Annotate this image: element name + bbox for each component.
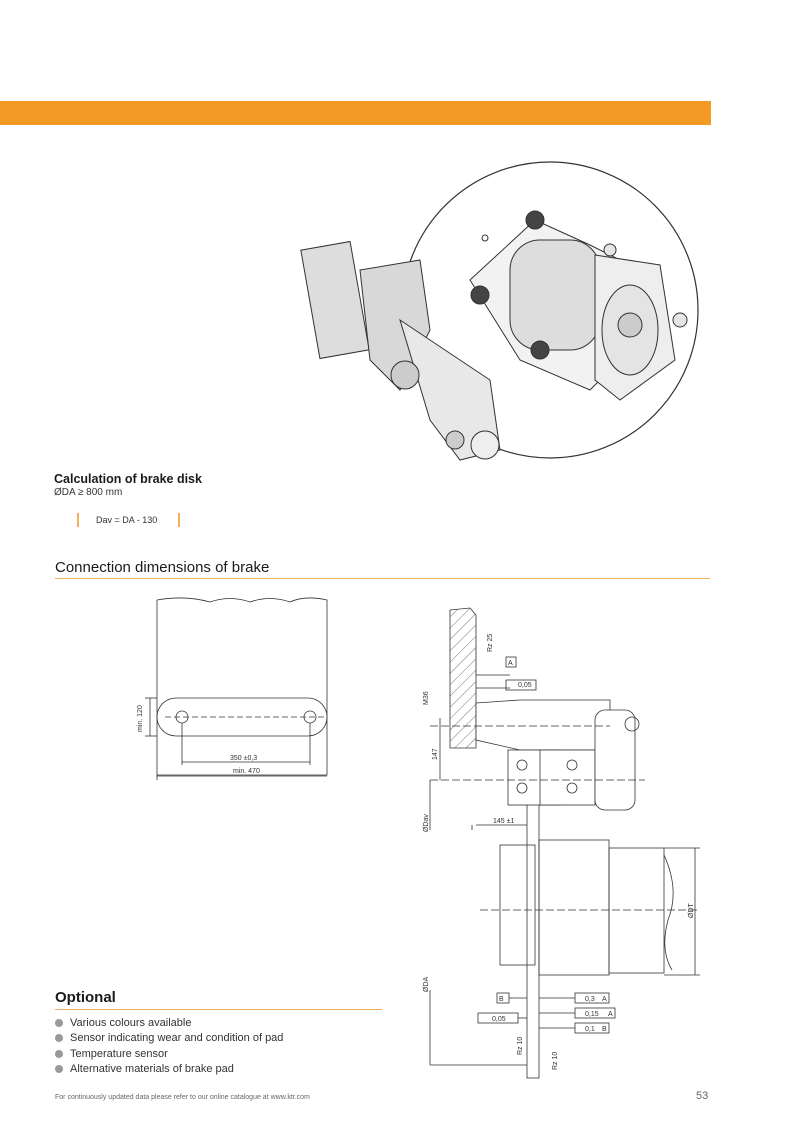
dim-min-470: min. 470	[233, 768, 260, 775]
formula-bracket-right	[178, 513, 180, 527]
tol-angularity-ref: A	[608, 1011, 613, 1018]
list-item-label: Temperature sensor	[70, 1047, 168, 1060]
list-item-label: Alternative materials of brake pad	[70, 1063, 234, 1076]
section-rule	[55, 578, 710, 579]
optional-title: Optional	[55, 989, 116, 1006]
dav-label: ØDav	[423, 814, 430, 832]
dim-145: 145 ±1	[493, 818, 514, 825]
page-number: 53	[696, 1090, 709, 1102]
bullet-icon	[55, 1065, 63, 1074]
dim-350: 350 ±0,3	[230, 755, 257, 762]
section-title: Connection dimensions of brake	[55, 559, 270, 576]
tol-runout-ref: A	[602, 996, 607, 1003]
rz10-right: Rz 10	[552, 1052, 559, 1070]
list-item: Sensor indicating wear and condition of …	[55, 1031, 283, 1047]
datum-b: B	[499, 996, 504, 1003]
thread-label: M36	[423, 691, 430, 705]
da-label: ØDA	[423, 977, 430, 993]
bullet-icon	[55, 1049, 63, 1058]
tol-angularity-b-ref: B	[602, 1026, 607, 1033]
rz25-label: Rz 25	[487, 634, 494, 652]
optional-list: Various colours available Sensor indicat…	[55, 1015, 283, 1077]
header-accent-bar	[0, 101, 711, 125]
tol-angularity-b: 0,1	[585, 1026, 595, 1033]
dt-label: ØDT	[688, 903, 695, 919]
rz10-left: Rz 10	[517, 1037, 524, 1055]
tol-angularity: 0,15	[585, 1011, 599, 1018]
mounting-plate-drawing: min. 120 350 ±0,3 min. 470	[137, 597, 328, 780]
dim-min-120: min. 120	[137, 705, 144, 732]
list-item-label: Various colours available	[70, 1016, 192, 1029]
formula-bracket-left	[77, 513, 79, 527]
flatness-bottom: 0,05	[492, 1016, 506, 1023]
bullet-icon	[55, 1034, 63, 1043]
brake-section-drawing: Rz 25 A 0,05 M36 147 145 ±1 ØDav ØDT ØDA…	[423, 607, 700, 1079]
calc-formula: Dav = DA - 130	[96, 515, 158, 525]
tol-runout: 0,3	[585, 996, 595, 1003]
list-item: Temperature sensor	[55, 1046, 283, 1062]
calc-condition: ØDA ≥ 800 mm	[54, 487, 123, 498]
brake-product-illustration	[300, 161, 699, 461]
list-item: Alternative materials of brake pad	[55, 1062, 283, 1078]
bullet-icon	[55, 1018, 63, 1027]
flatness-top: 0,05	[518, 682, 532, 689]
optional-rule	[55, 1009, 382, 1010]
datum-a: A	[508, 660, 513, 667]
calc-title: Calculation of brake disk	[54, 472, 202, 486]
footer-note: For continuously updated data please ref…	[55, 1094, 310, 1101]
list-item-label: Sensor indicating wear and condition of …	[70, 1032, 284, 1045]
list-item: Various colours available	[55, 1015, 283, 1031]
dim-147: 147	[432, 748, 439, 760]
